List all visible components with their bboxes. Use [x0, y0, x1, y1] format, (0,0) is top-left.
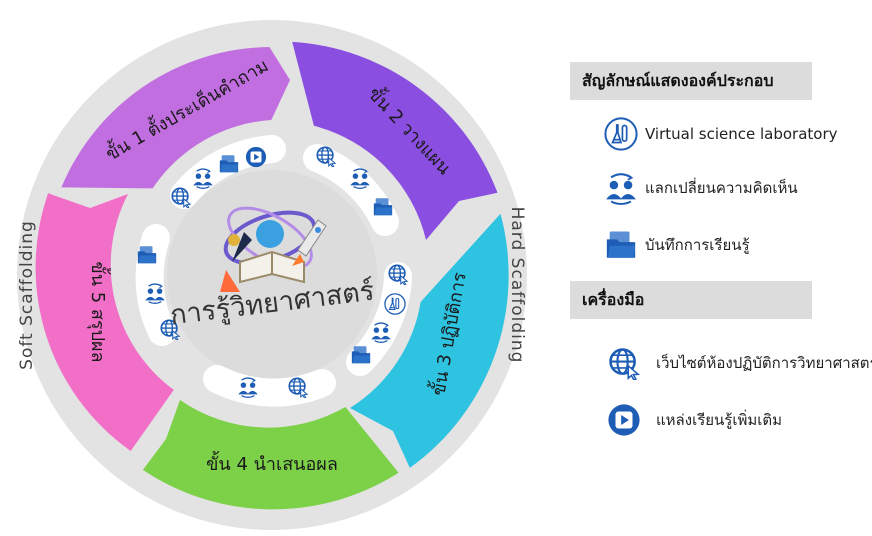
step-5-segment[interactable] [35, 193, 174, 452]
step-4-label: ขั้น 4 นำเสนอผล [206, 451, 338, 475]
play-button-icon [606, 403, 642, 437]
step-2-segment[interactable] [292, 41, 498, 241]
step-3-icon-band [346, 262, 412, 376]
legend-item-label: แลกเปลี่ยนความคิดเห็น [645, 179, 798, 197]
step-2-icon-band [303, 144, 399, 236]
step-5-label: ขั้น 5 สรุปผล [87, 261, 111, 362]
soft-scaffolding-label: Soft Scaffolding [17, 220, 37, 370]
legend-components-title: สัญลักษณ์แสดงองค์ประกอบ [570, 62, 812, 100]
legend-item-lab-website: เว็บไซต์ห้องปฏิบัติการวิทยาศาสตร์ [606, 346, 872, 380]
legend-item-exchange: แลกเปลี่ยนความคิดเห็น [603, 171, 798, 205]
folder-record-icon [603, 228, 639, 262]
step-5-icon-band [135, 224, 180, 346]
legend-item-resources: แหล่งเรียนรู้เพิ่มเติม [606, 403, 782, 437]
globe-cursor-icon [606, 346, 642, 380]
step-4-segment[interactable] [142, 400, 399, 510]
lab-flask-icon [603, 117, 639, 151]
play-button-icon [245, 146, 267, 168]
science-illustration-icon [220, 206, 327, 292]
legend-item-virtual-lab: Virtual science laboratory [603, 117, 838, 151]
legend-item-label: Virtual science laboratory [645, 125, 838, 143]
step-1-icon-band [170, 135, 286, 209]
people-exchange-icon [603, 171, 639, 205]
step-3-segment[interactable] [350, 213, 509, 468]
legend-tools-title: เครื่องมือ [570, 281, 812, 319]
step-1-segment[interactable] [61, 47, 291, 189]
learning-cycle-diagram: การรู้วิทยาศาสตร์ ขั้น 1 ตั้งประเด็นคำถา… [17, 20, 527, 530]
step-4-icon-band [203, 365, 336, 407]
legend-item-label: แหล่งเรียนรู้เพิ่มเติม [656, 411, 783, 429]
legend-item-label: บันทึกการเรียนรู้ [645, 236, 750, 254]
legend-item-label: เว็บไซต์ห้องปฏิบัติการวิทยาศาสตร์ [656, 354, 872, 372]
hard-scaffolding-label: Hard Scaffolding [507, 207, 527, 364]
legend-item-record: บันทึกการเรียนรู้ [603, 228, 750, 262]
